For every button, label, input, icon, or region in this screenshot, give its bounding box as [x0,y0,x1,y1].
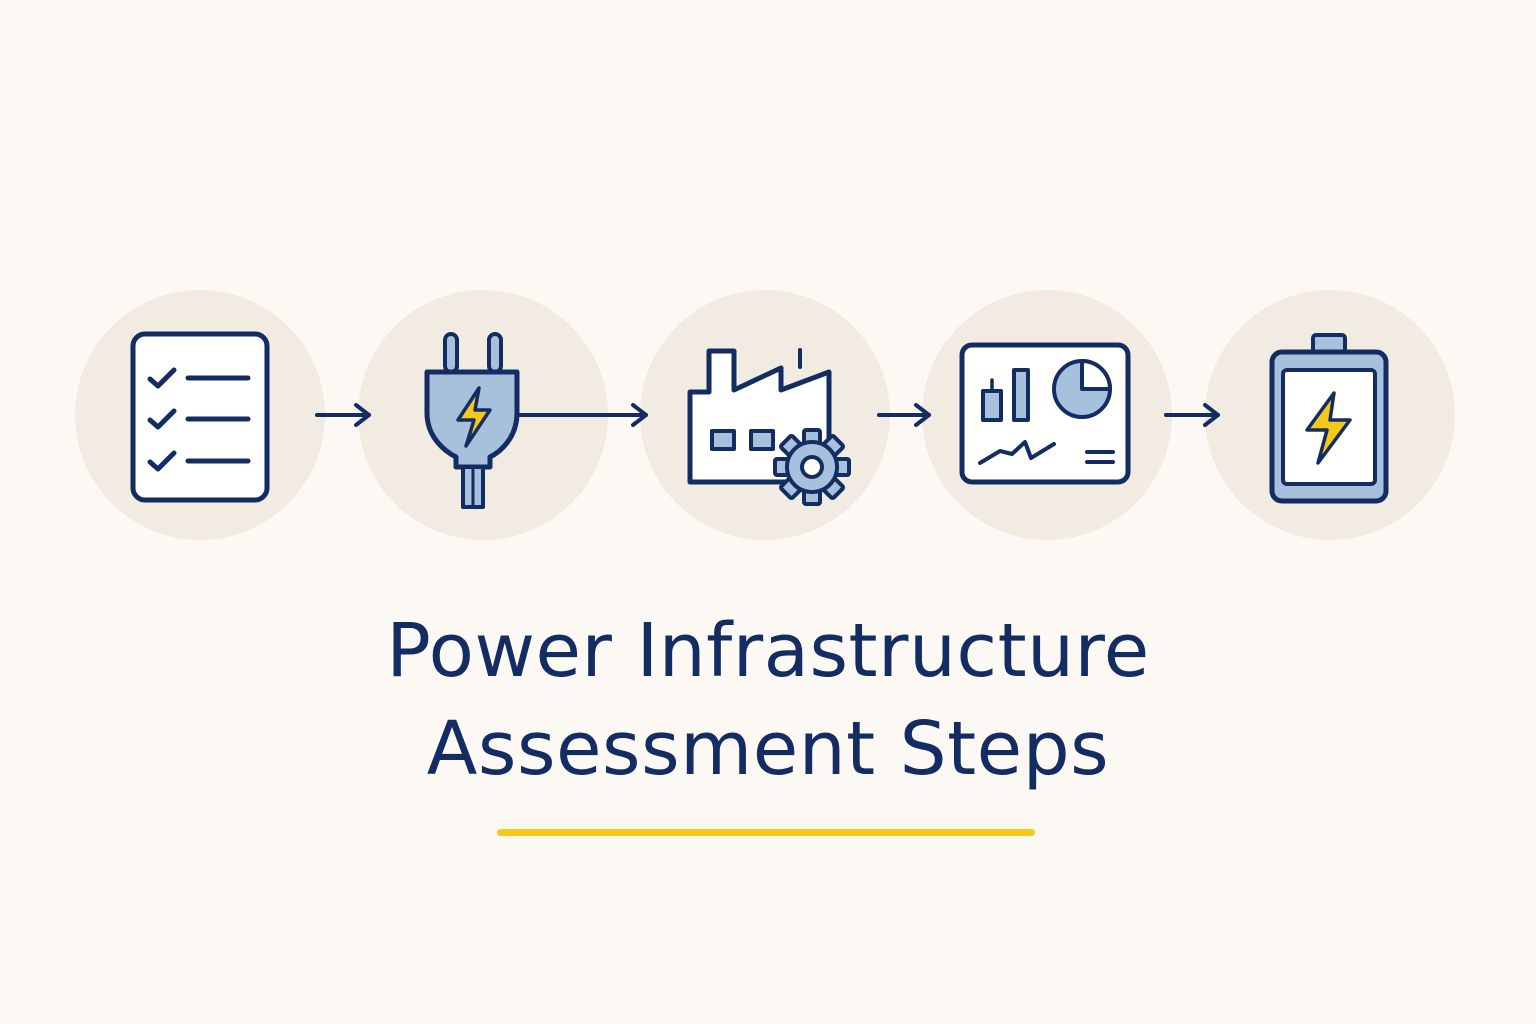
arrow-4-icon [1164,403,1220,427]
arrow-2-icon [514,403,648,427]
dashboard-chart-icon [959,342,1131,485]
checklist-icon [130,331,270,503]
arrow-1-icon [315,403,371,427]
arrow-3-icon [877,403,931,427]
factory-gear-icon [687,348,851,506]
page-title-line-1: Power Infrastructure [386,608,1150,694]
title-underline [497,829,1035,836]
power-plug-icon [424,332,520,509]
page-title-line-2: Assessment Steps [426,706,1110,792]
battery-icon [1269,333,1389,504]
